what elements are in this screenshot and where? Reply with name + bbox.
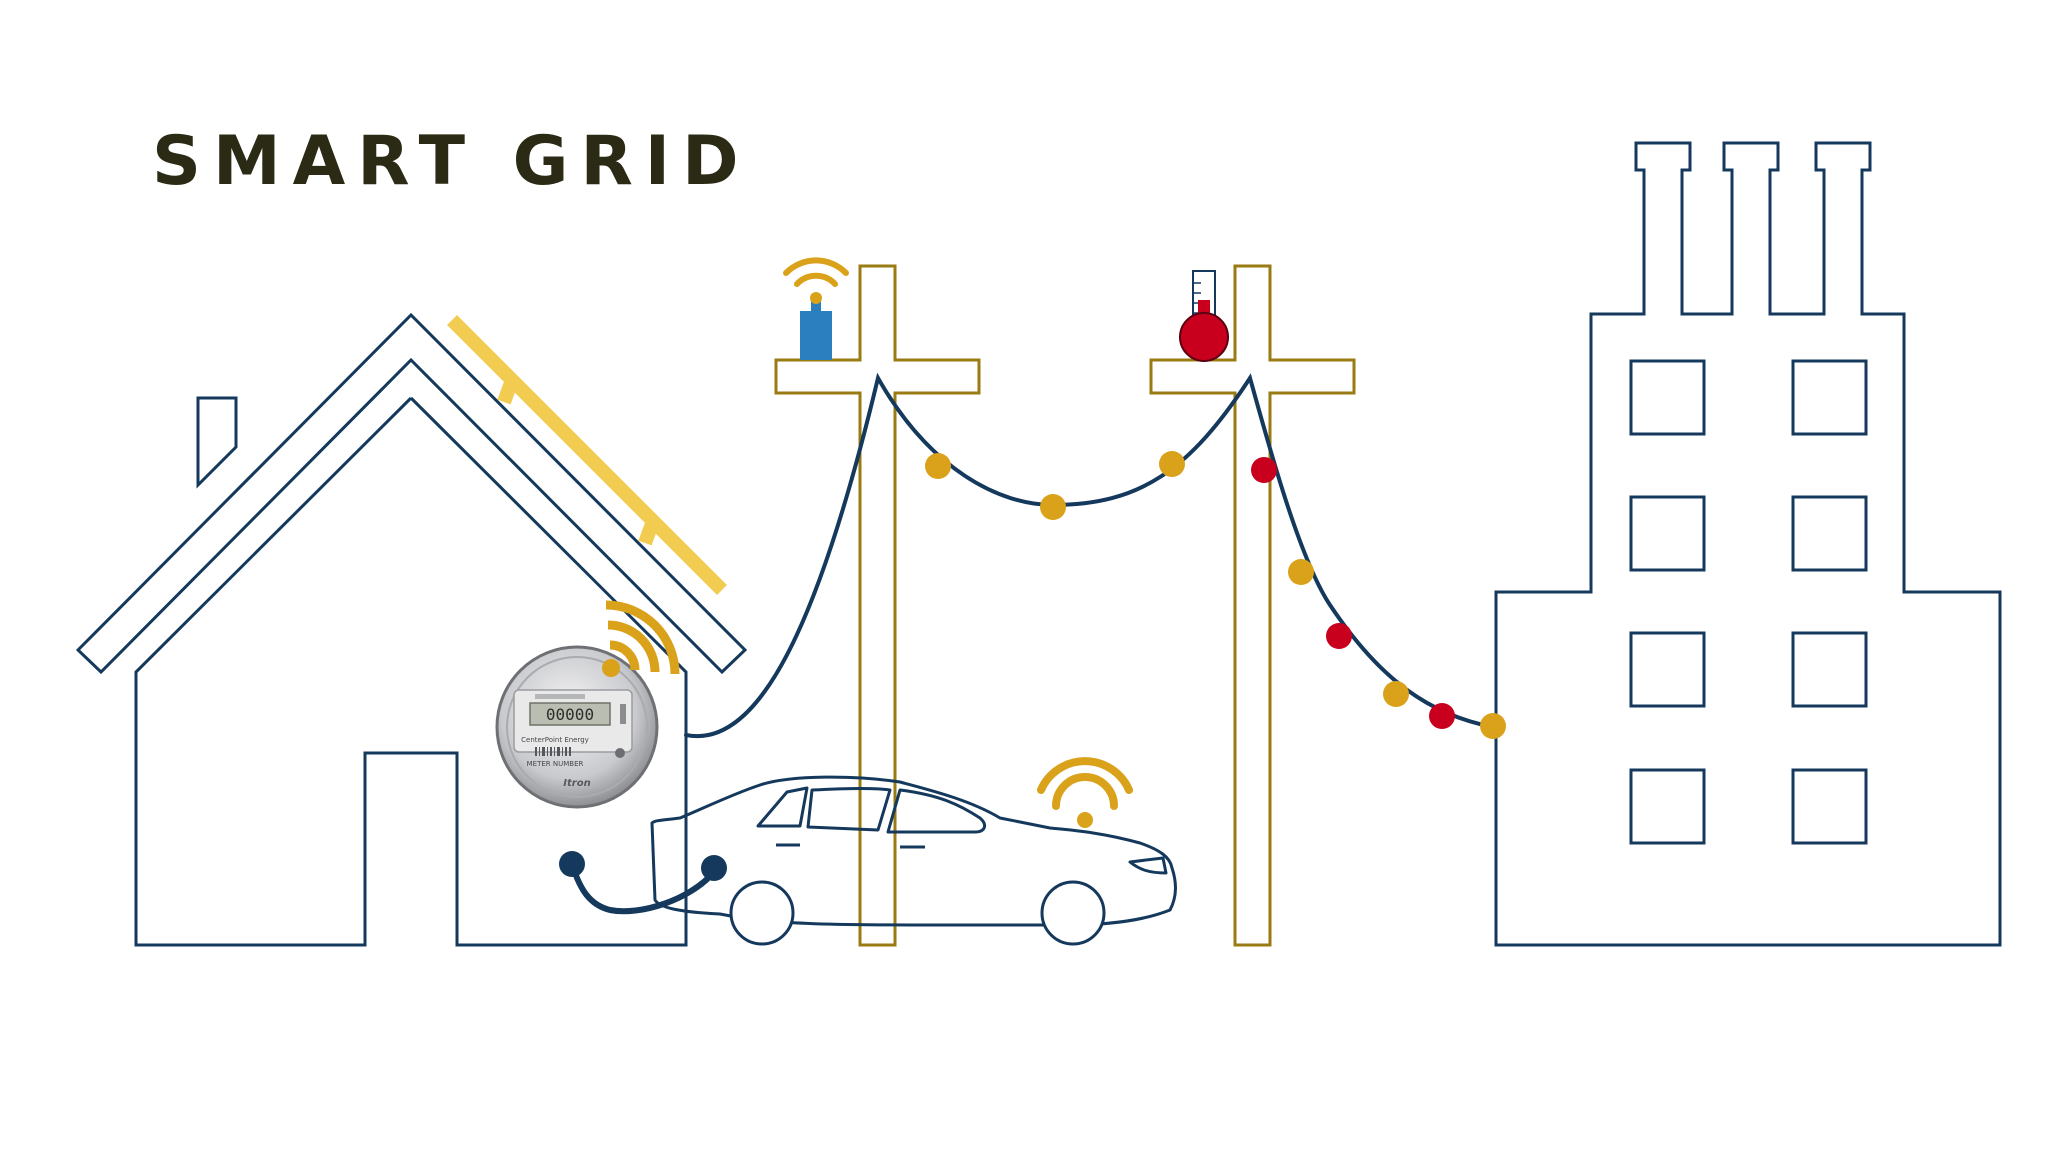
- factory-windows: [1629, 359, 1868, 845]
- car-body: [650, 775, 1177, 927]
- house-chimney: [196, 396, 238, 489]
- car-window-front: [806, 787, 892, 832]
- house: [75, 312, 748, 947]
- smart-meter: 00000 CenterPoint Energy METER NUMBER It…: [495, 645, 659, 809]
- line-sensor-dot: [1383, 681, 1409, 707]
- meter-display: [529, 702, 611, 726]
- electric-car: [650, 775, 1177, 946]
- thermometer-icon: [1179, 270, 1229, 362]
- line-sensors: [925, 451, 1506, 739]
- line-sensor-dot: [925, 453, 951, 479]
- line-fault-dot: [1251, 457, 1277, 483]
- wifi-signal-icon: [602, 600, 680, 677]
- line-sensor-dot: [1040, 494, 1066, 520]
- power-line: [684, 372, 1495, 739]
- line-fault-dot: [1326, 623, 1352, 649]
- meter-utility: CenterPoint Energy: [521, 736, 589, 744]
- line-fault-dot: [1429, 703, 1455, 729]
- house-roof: [75, 312, 748, 675]
- charging-cable: [559, 851, 727, 915]
- meter-reading: 00000: [546, 705, 594, 724]
- car-window-rear: [756, 786, 809, 828]
- factory-outline: [1494, 141, 2002, 947]
- wireless-transmitter-icon: [783, 257, 849, 360]
- meter-number-label: METER NUMBER: [527, 760, 584, 768]
- line-sensor-dot: [1159, 451, 1185, 477]
- utility-pole-right: [1149, 264, 1356, 947]
- line-sensor-dot: [1288, 559, 1314, 585]
- car-wheel-front: [1040, 880, 1106, 946]
- page-title: SMART GRID: [152, 122, 751, 201]
- solar-panel: [447, 315, 727, 595]
- meter-brand: Itron: [563, 778, 590, 789]
- line-sensor-dot: [1480, 713, 1506, 739]
- utility-poles: [774, 264, 1356, 947]
- utility-pole-left: [774, 264, 981, 947]
- car-wheel-rear: [729, 880, 795, 946]
- factory-building: [1494, 141, 2002, 947]
- car-window-windshield: [886, 788, 987, 834]
- wifi-signal-icon: [1037, 757, 1133, 828]
